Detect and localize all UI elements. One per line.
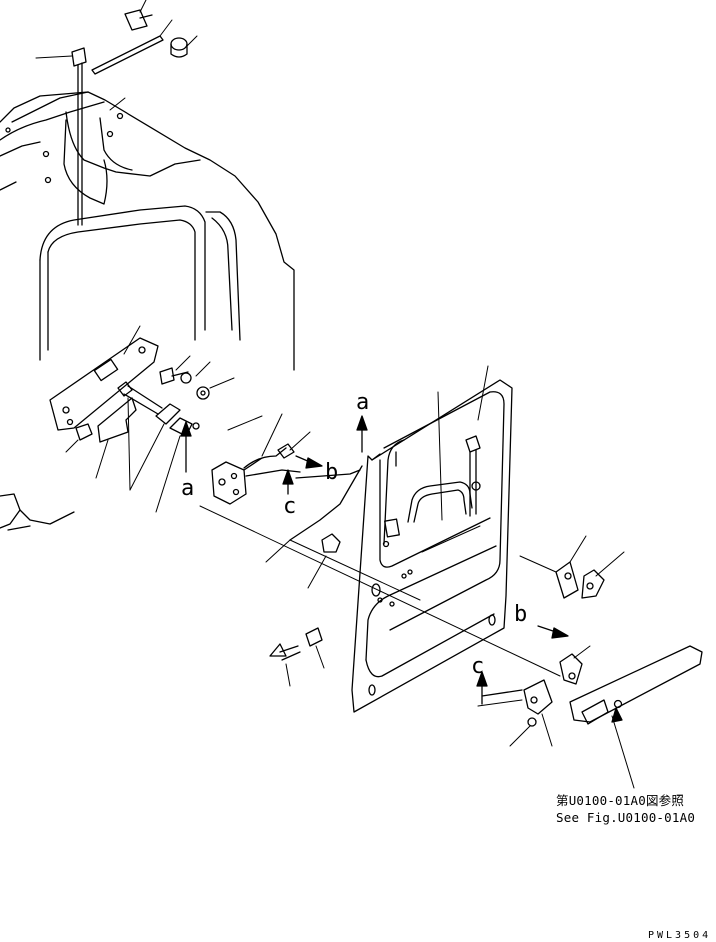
top-bolt — [124, 0, 153, 31]
arrow-b-center — [295, 455, 323, 469]
hinge-nut — [65, 423, 93, 453]
callout-b-center: b — [325, 460, 339, 485]
callout-c-lower: c — [471, 654, 485, 679]
side-trim-plate — [569, 645, 703, 789]
reference-note-english: See Fig.U0100-01A0 — [556, 810, 696, 825]
rod-b — [265, 465, 363, 563]
door-lock — [211, 415, 263, 505]
arrow-a-left — [180, 421, 192, 473]
top-strip — [91, 19, 173, 75]
door-washer — [305, 627, 325, 669]
top-spacer — [170, 35, 198, 58]
door-panel — [351, 365, 513, 713]
door-nut — [307, 533, 341, 589]
hinge-washer-and-bolt — [159, 355, 235, 400]
callout-a-left: a — [181, 476, 195, 501]
lock-rod — [243, 413, 311, 477]
door-screw — [269, 643, 301, 687]
arrow-c-lower — [476, 671, 523, 707]
catch-pin — [559, 645, 591, 685]
long-bolt — [35, 47, 87, 226]
hinge-bolt — [117, 381, 163, 491]
hinge-cover — [95, 397, 137, 479]
arrow-c-center — [282, 469, 294, 495]
drawing-code: PWL3504 — [648, 930, 712, 941]
callout-a-upper: a — [356, 390, 370, 415]
catch-arrow-b — [537, 625, 569, 639]
door-bolt — [465, 435, 481, 517]
arrow-a-upper — [356, 415, 368, 453]
hinge-clip — [129, 403, 200, 513]
hinge-plate — [49, 325, 159, 431]
callout-c-center: c — [283, 494, 297, 519]
cab-frame — [0, 91, 295, 531]
reference-note-japanese: 第U0100-01A0図参照 — [556, 793, 685, 808]
callout-b-right: b — [514, 602, 528, 627]
striker-bracket — [519, 535, 625, 599]
door-handle — [407, 481, 481, 523]
lower-latch — [509, 679, 553, 747]
